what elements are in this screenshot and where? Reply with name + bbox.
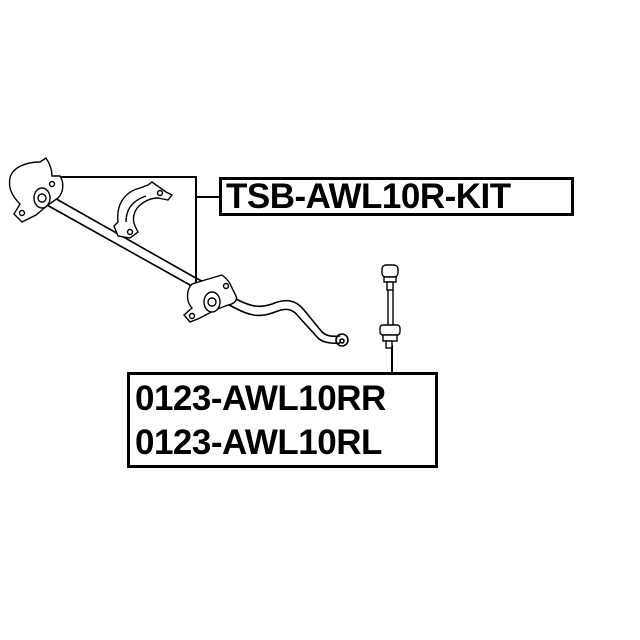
kit-part-number-label: TSB-AWL10R-KIT (219, 177, 574, 216)
stabilizer-bushing-left (8, 157, 64, 223)
link-part-number-right: 0123-AWL10RR (135, 379, 386, 418)
stabilizer-bushing-right (183, 274, 238, 323)
stabilizer-bar (37, 191, 349, 347)
kit-part-number: TSB-AWL10R-KIT (226, 177, 511, 216)
link-part-number-left: 0123-AWL10RL (135, 423, 382, 462)
link-part-number-label: 0123-AWL10RR 0123-AWL10RL (127, 372, 438, 468)
stabilizer-link (379, 264, 401, 349)
kit-leader-line (50, 176, 219, 283)
stabilizer-bushing-clamp (113, 181, 174, 239)
